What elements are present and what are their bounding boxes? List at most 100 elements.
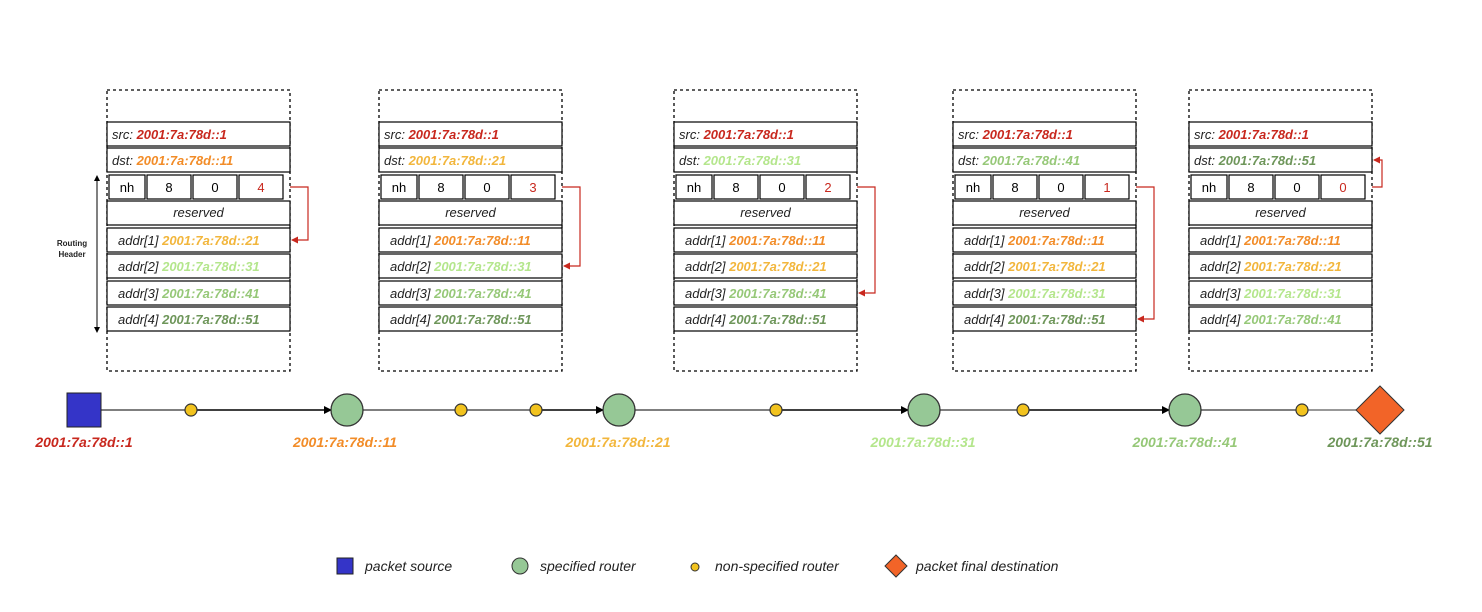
addr-value: 2001:7a:78d::21 [728,259,827,274]
addr-row [952,280,1137,306]
addr-label: addr[1] [1200,233,1244,248]
addr-row [378,280,563,306]
dst-address: 2001:7a:78d::31 [703,153,802,168]
src-address: 2001:7a:78d::1 [703,127,794,142]
field-value: 0 [1057,180,1064,195]
reserved-text: reserved [1255,205,1306,220]
node-address-label: 2001:7a:78d::51 [1326,434,1432,450]
field-box [510,174,556,200]
segments-left-value: 3 [529,180,536,195]
reserved-row [673,200,858,226]
legend: packet source specified router non-specifi… [336,554,1059,578]
addr-label: addr[2] [1200,259,1244,274]
field-value: 0 [211,180,218,195]
segments-left-value: 4 [257,180,264,195]
src-row [952,121,1137,147]
src-row [106,121,291,147]
src-label: src: [679,127,704,142]
addr-row [952,253,1137,279]
src-row [378,121,563,147]
addr-label: addr[4] [390,312,434,327]
non-specified-router-icon [529,403,543,417]
legend-label: packet source [364,558,452,574]
addr-text: addr[3] 2001:7a:78d::31 [1200,286,1342,301]
addr-label: addr[2] [390,259,434,274]
legend-source-icon [336,557,354,575]
addr-text: addr[2] 2001:7a:78d::31 [118,259,260,274]
addr-label: addr[4] [964,312,1008,327]
non-specified-router-icon [1295,403,1309,417]
addr-label: addr[3] [685,286,729,301]
field-box [992,174,1038,200]
segments-left-value: 0 [1339,180,1346,195]
reserved-text: reserved [1019,205,1070,220]
src-text: src: 2001:7a:78d::1 [112,127,227,142]
node-address-label: 2001:7a:78d::31 [869,434,975,450]
reserved-text: reserved [445,205,496,220]
field-value: 8 [437,180,444,195]
dst-row [378,147,563,173]
addr-value: 2001:7a:78d::51 [728,312,827,327]
addr-value: 2001:7a:78d::31 [1007,286,1106,301]
field-box [1320,174,1366,200]
segments-left-value: 1 [1103,180,1110,195]
specified-router-icon [602,393,636,427]
src-label: src: [1194,127,1219,142]
addr-row [673,306,858,332]
src-text: src: 2001:7a:78d::1 [384,127,499,142]
src-label: src: [384,127,409,142]
legend-mini-router-icon [690,562,700,572]
field-value: 0 [1293,180,1300,195]
addr-text: addr[3] 2001:7a:78d::31 [964,286,1106,301]
dst-label: dst: [112,153,137,168]
addr-value: 2001:7a:78d::41 [1243,312,1342,327]
packet-source-icon [66,392,102,428]
addr-row [1188,280,1373,306]
addr-text: addr[1] 2001:7a:78d::11 [685,233,826,248]
dst-row [673,147,858,173]
addr-row [378,306,563,332]
addr-value: 2001:7a:78d::21 [1243,259,1342,274]
dst-text: dst: 2001:7a:78d::51 [1194,153,1316,168]
pointer-arrow [1372,156,1383,188]
field-box [713,174,759,200]
dst-row [106,147,291,173]
field-box [1274,174,1320,200]
addr-row [952,306,1137,332]
addr-value: 2001:7a:78d::31 [161,259,260,274]
dst-row [952,147,1137,173]
legend-label: specified router [540,558,637,574]
addr-value: 2001:7a:78d::41 [433,286,532,301]
field-value: 8 [1011,180,1018,195]
addr-text: addr[1] 2001:7a:78d::11 [1200,233,1341,248]
addr-row [673,253,858,279]
field-value: 0 [778,180,785,195]
dst-address: 2001:7a:78d::21 [408,153,507,168]
dst-label: dst: [679,153,704,168]
src-row [1188,121,1373,147]
addr-value: 2001:7a:78d::41 [161,286,260,301]
reserved-row [106,200,291,226]
field-box [954,174,992,200]
addr-text: addr[1] 2001:7a:78d::21 [118,233,260,248]
specified-router-icon [907,393,941,427]
non-specified-router-icon [454,403,468,417]
specified-router-icon [330,393,364,427]
dst-row [1188,147,1373,173]
dst-text: dst: 2001:7a:78d::41 [958,153,1080,168]
addr-label: addr[1] [390,233,434,248]
packet-destination-icon [1355,385,1405,435]
legend-label: non-specified router [715,558,840,574]
dst-address: 2001:7a:78d::41 [982,153,1081,168]
addr-text: addr[2] 2001:7a:78d::21 [685,259,827,274]
addr-label: addr[4] [118,312,162,327]
legend-destination-icon [884,554,908,578]
node-address-label: 2001:7a:78d::41 [1131,434,1237,450]
field-box [108,174,146,200]
reserved-row [378,200,563,226]
field-value: nh [120,180,134,195]
